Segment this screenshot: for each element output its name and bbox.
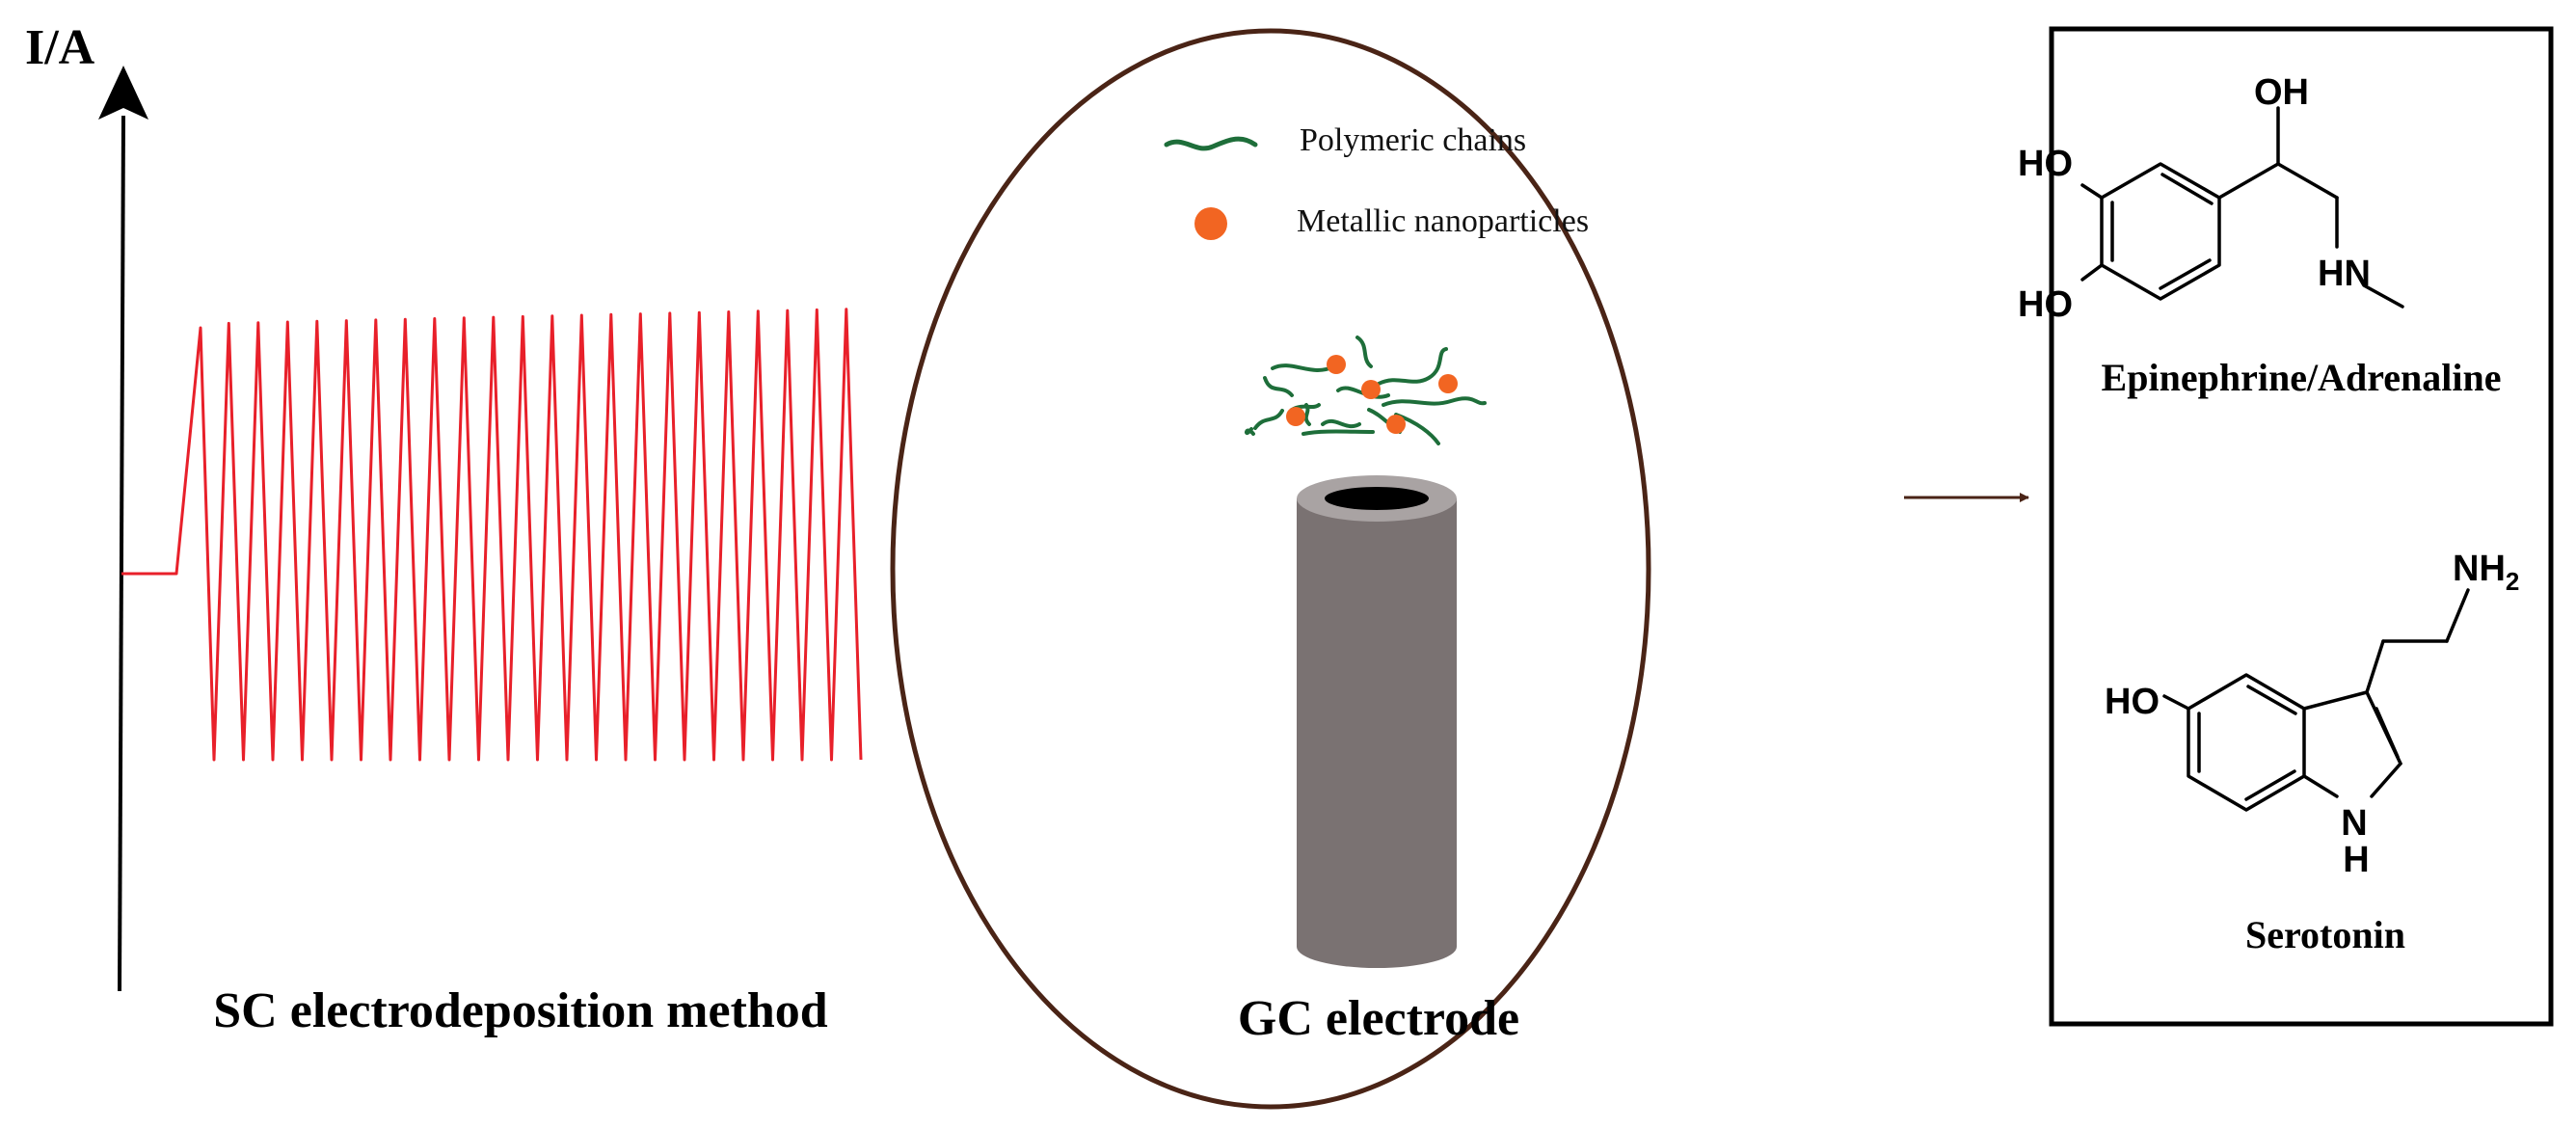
nanoparticle bbox=[1361, 380, 1381, 399]
nanoparticle bbox=[1438, 374, 1458, 393]
atom-ho-lower: HO bbox=[2018, 284, 2073, 325]
bond bbox=[2080, 183, 2104, 200]
polymer-chain bbox=[1377, 347, 1448, 386]
dot-icon bbox=[1194, 207, 1227, 240]
current-axis-line bbox=[118, 115, 125, 992]
serotonin-benzene-ring bbox=[2187, 673, 2306, 812]
nanoparticle bbox=[1286, 407, 1305, 426]
polymer-chain bbox=[1321, 418, 1361, 428]
current-axis: I/A bbox=[25, 20, 148, 992]
bond bbox=[2370, 762, 2402, 798]
electrode-label: GC electrode bbox=[1238, 991, 1519, 1046]
electrode-hole bbox=[1325, 487, 1429, 510]
serotonin-name: Serotonin bbox=[2245, 913, 2405, 956]
bond bbox=[2362, 283, 2404, 309]
arrow-up-icon bbox=[98, 66, 148, 120]
bond bbox=[2080, 263, 2104, 282]
atom-nh2: NH2 bbox=[2453, 549, 2519, 596]
bond bbox=[2302, 690, 2369, 711]
bond bbox=[2276, 162, 2339, 200]
square-wave-plot bbox=[121, 308, 863, 762]
electrode-body bbox=[1297, 498, 1457, 968]
zoom-circle bbox=[890, 28, 1651, 1110]
ring-double-bond bbox=[2246, 685, 2297, 715]
polymer-chain bbox=[1245, 427, 1255, 436]
bond bbox=[2162, 694, 2190, 711]
polymer-chain bbox=[1336, 386, 1390, 399]
polymer-chain bbox=[1382, 396, 1487, 407]
wavy-chain-icon bbox=[1164, 136, 1258, 151]
epinephrine-benzene-ring bbox=[2100, 162, 2221, 301]
ring-double-bond bbox=[2159, 258, 2212, 290]
atom-h: H bbox=[2343, 840, 2369, 880]
nanoparticle bbox=[1327, 355, 1346, 374]
polymer-nanoparticle-cluster bbox=[1245, 336, 1487, 445]
nanoparticle bbox=[1386, 415, 1406, 434]
epinephrine-name: Epinephrine/Adrenaline bbox=[2102, 356, 2502, 399]
cylinder-icon bbox=[1297, 475, 1457, 968]
method-label: SC electrodeposition method bbox=[213, 983, 828, 1038]
square-wave-signal bbox=[121, 308, 863, 762]
analytes-box bbox=[2049, 26, 2554, 1027]
legend: Polymeric chains Metallic nanoparticles bbox=[1164, 122, 1589, 240]
atom-ho-upper: HO bbox=[2018, 144, 2073, 184]
atom-oh-top: OH bbox=[2254, 72, 2309, 113]
axis-label: I/A bbox=[25, 20, 95, 75]
legend-nanoparticle-label: Metallic nanoparticles bbox=[1297, 203, 1589, 239]
atom-n: N bbox=[2341, 803, 2367, 844]
bond bbox=[2302, 774, 2339, 798]
polymer-chain bbox=[1271, 363, 1336, 372]
polymer-chain bbox=[1355, 336, 1373, 368]
bond bbox=[2445, 588, 2470, 643]
atom-hn: HN bbox=[2318, 254, 2371, 294]
legend-polymer-label: Polymeric chains bbox=[1300, 122, 1526, 158]
ring-double-bond bbox=[2244, 769, 2296, 801]
polymer-chain bbox=[1263, 376, 1294, 397]
atom-ho: HO bbox=[2105, 682, 2160, 722]
bond bbox=[2365, 639, 2385, 694]
serotonin-structure: NH2 HO N H bbox=[2105, 549, 2519, 880]
bond bbox=[2217, 162, 2280, 200]
ring-double-bond bbox=[2160, 173, 2214, 205]
ring-double-bond bbox=[2375, 707, 2400, 759]
polymer-chain bbox=[1253, 409, 1284, 430]
polymer-chain bbox=[1301, 429, 1375, 436]
epinephrine-structure: OH HO HO HN bbox=[2018, 72, 2404, 325]
